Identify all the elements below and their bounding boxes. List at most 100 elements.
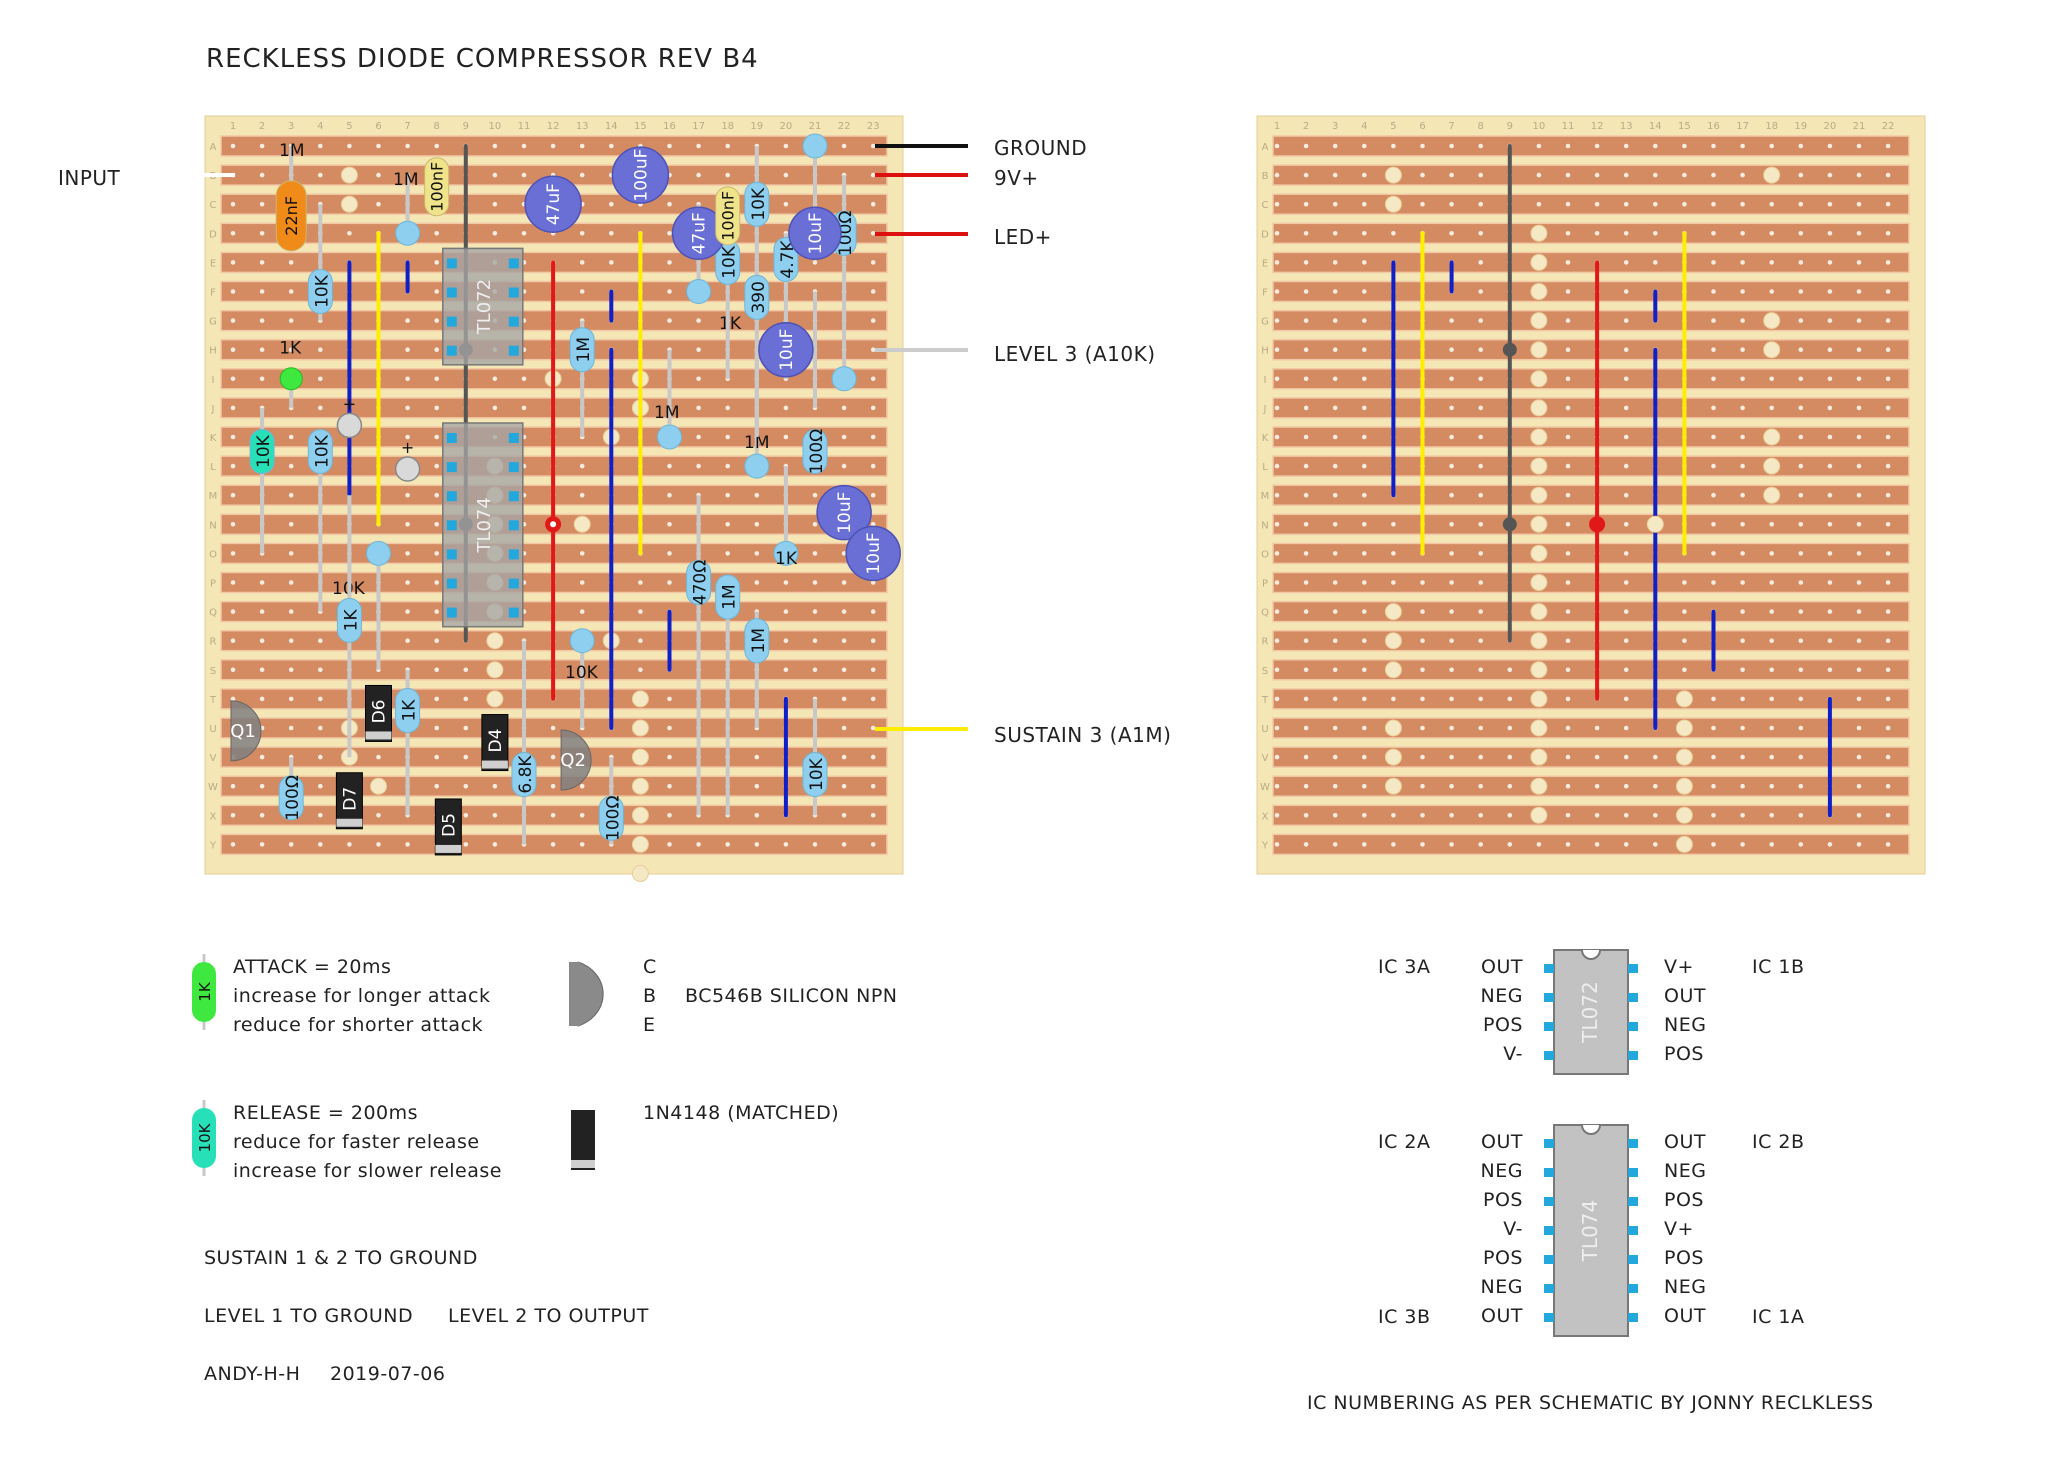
- back-hole: [1711, 463, 1716, 469]
- back-hole: [1885, 492, 1891, 498]
- back-hole: [1332, 551, 1338, 556]
- pinout-tl074-pin: [1628, 1226, 1638, 1235]
- back-hole: [1449, 231, 1454, 236]
- front-hole: [318, 347, 323, 353]
- back-track-cut: [1384, 661, 1402, 679]
- back-track-cut: [1384, 632, 1402, 650]
- back-hole: [1653, 783, 1658, 789]
- front-hole: [434, 754, 440, 760]
- front-hole: [667, 522, 672, 527]
- front-hole: [405, 551, 410, 556]
- back-hole: [1885, 463, 1891, 469]
- back-hole: [1565, 522, 1571, 527]
- back-hole: [1769, 289, 1774, 294]
- back-hole: [1798, 260, 1804, 265]
- ic-tl074-pin: [508, 549, 519, 560]
- back-hole: [1856, 463, 1862, 469]
- resistor-r11: [395, 688, 421, 734]
- back-hole: [1740, 667, 1745, 673]
- front-hole: [841, 405, 847, 411]
- back-hole: [1653, 201, 1658, 207]
- ic-tl072-pin: [446, 345, 457, 356]
- back-hole: [1565, 376, 1571, 382]
- resistor-r27: [598, 795, 624, 841]
- back-hole: [1653, 172, 1658, 178]
- back-hole: [1274, 434, 1280, 440]
- front-hole: [288, 842, 294, 847]
- back-hole: [1565, 754, 1571, 760]
- back-hole: [1274, 231, 1280, 236]
- back-hole: [1332, 522, 1338, 527]
- front-hole: [521, 376, 527, 382]
- back-hole: [1332, 463, 1338, 469]
- resistor-r28-value: 10K: [807, 757, 827, 791]
- front-hole: [841, 551, 847, 556]
- back-hole: [1594, 725, 1600, 731]
- back-hole: [1827, 667, 1833, 673]
- back-hole: [1653, 813, 1658, 818]
- front-hole: [434, 143, 440, 149]
- front-hole: [434, 260, 440, 265]
- back-hole: [1798, 172, 1804, 178]
- back-hole: [1478, 289, 1483, 294]
- capacitor-c3: [524, 175, 582, 233]
- back-hole: [1740, 580, 1745, 585]
- front-hole: [870, 289, 876, 294]
- back-hole: [1420, 725, 1425, 731]
- front-hole: [521, 231, 527, 236]
- front-hole: [870, 783, 876, 789]
- back-copper-strip: [1272, 338, 1910, 361]
- back-hole: [1711, 260, 1716, 265]
- resistor-r2: [395, 220, 421, 246]
- front-hole: [725, 522, 730, 527]
- back-hole: [1827, 201, 1833, 207]
- back-hole: [1449, 609, 1454, 614]
- back-hole: [1623, 609, 1629, 614]
- capacitor-c9-value: 10uF: [835, 492, 855, 534]
- resistor-r7-value: 100Ω: [836, 211, 856, 256]
- front-hole: [870, 405, 876, 411]
- resistor-r10: [831, 366, 857, 392]
- back-col-label: 18: [1765, 121, 1778, 132]
- front-hole: [870, 318, 876, 323]
- back-hole: [1682, 143, 1687, 149]
- front-hole: [288, 260, 294, 265]
- back-hole: [1362, 434, 1367, 440]
- back-hole: [1274, 318, 1280, 323]
- resistor-r6: [773, 236, 799, 282]
- back-hole: [1740, 201, 1745, 207]
- back-copper-strip: [1272, 629, 1910, 652]
- front-hole: [696, 405, 701, 411]
- back-hole: [1711, 813, 1716, 818]
- back-hole: [1682, 609, 1687, 614]
- back-row-label: F: [1262, 288, 1268, 299]
- ic-tl074-pin: [508, 578, 519, 589]
- front-hole: [812, 551, 818, 556]
- back-hole: [1507, 667, 1513, 673]
- back-hole: [1798, 405, 1804, 411]
- back-row-label: M: [1261, 491, 1270, 502]
- front-hole: [405, 609, 410, 614]
- front-hole: [434, 231, 440, 236]
- back-hole: [1885, 638, 1891, 643]
- capacitor-c1: [275, 180, 307, 252]
- pin-b-label: B: [643, 985, 657, 1007]
- legend-diode-band: [571, 1160, 595, 1168]
- back-hole: [1740, 463, 1745, 469]
- front-hole: [405, 638, 410, 643]
- front-hole: [579, 842, 585, 847]
- back-hole: [1420, 143, 1425, 149]
- back-hole: [1740, 347, 1745, 353]
- back-hole: [1565, 201, 1571, 207]
- front-hole: [667, 492, 672, 498]
- back-col-label: 8: [1478, 121, 1484, 132]
- ic-tl072-pin: [508, 258, 519, 269]
- front-hole: [259, 609, 265, 614]
- diode-d7-band: [336, 818, 363, 827]
- back-hole: [1885, 260, 1891, 265]
- resistor-r5: [744, 274, 770, 320]
- back-hole: [1478, 813, 1483, 818]
- back-hole: [1623, 842, 1629, 847]
- diode-d6-band: [365, 731, 392, 740]
- release-note-2: increase for slower release: [233, 1160, 502, 1182]
